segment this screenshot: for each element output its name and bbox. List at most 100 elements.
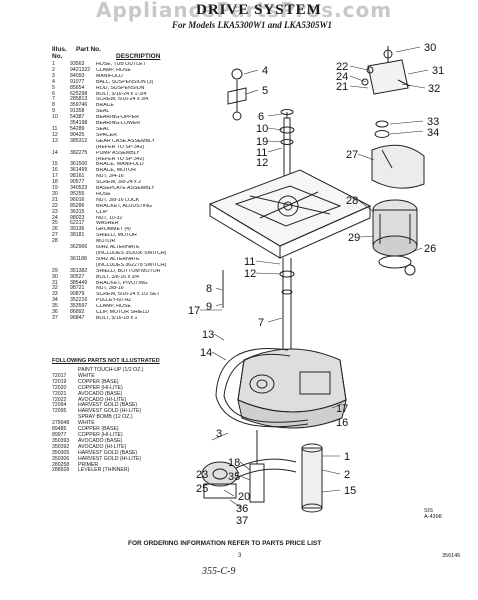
part-number: 84093 <box>70 72 85 79</box>
part-number: 72017 <box>52 372 67 379</box>
part-description: BRACE, MOTOR <box>96 168 136 174</box>
part-number: 280258 <box>52 461 70 468</box>
callout-28: 28 <box>346 195 358 207</box>
illus-number: 8 <box>52 102 55 109</box>
part-number: 340523 <box>70 185 88 192</box>
part-description: AVOCADO (HI-LITE) <box>78 396 127 403</box>
callout-15: 15 <box>344 485 356 497</box>
part-number: 95255 <box>70 190 85 197</box>
illus-number: 14 <box>52 149 58 156</box>
callout-21: 21 <box>336 81 348 93</box>
callout-35: 35 <box>228 471 240 483</box>
ordering-footer: FOR ORDERING INFORMATION REFER TO PARTS … <box>128 540 322 547</box>
callout-6: 6 <box>258 111 264 123</box>
column-illus-no: Illus. No. <box>52 46 67 60</box>
callout-13: 13 <box>202 329 214 341</box>
suspension-rod-drawing <box>227 68 247 121</box>
part-number: 91077 <box>70 78 85 85</box>
illus-number: 12 <box>52 131 58 138</box>
part-number: 54387 <box>70 114 85 121</box>
illus-number: 6 <box>52 90 55 97</box>
illus-number: 19 <box>52 185 58 192</box>
part-number: 39136 <box>70 226 85 233</box>
reference-number: A-4398 <box>424 514 442 520</box>
illus-number: 30 <box>52 273 58 280</box>
part-number: 361188 <box>70 255 87 262</box>
callout-12-lower: 12 <box>244 268 256 280</box>
not-illustrated-row: PAINT TOUCH-UP (1/2 OZ.) <box>52 367 192 374</box>
part-number: 285813 <box>70 96 88 103</box>
column-part-no: Part No. <box>76 46 101 53</box>
illus-number: 21 <box>52 196 58 203</box>
part-description: SCREW, 3/8-24 x 2 <box>96 180 141 186</box>
handwritten-note: 355-C-9 <box>202 566 236 577</box>
not-illustrated-row: SPRAY BOMB (12 OZ.) <box>52 414 192 421</box>
part-description: MOTOR <box>96 239 116 245</box>
column-description: DESCRIPTION <box>116 53 161 60</box>
callout-27: 27 <box>346 149 358 161</box>
part-number: 351382 <box>70 267 88 274</box>
callout-34: 34 <box>427 127 439 139</box>
part-description: (INCLUDES 362278 SWITCH) <box>96 262 167 268</box>
part-number: 361499 <box>70 167 88 174</box>
part-description: NUT, 3/4-16 <box>96 174 124 180</box>
part-description: SEAL <box>96 126 110 132</box>
callout-30: 30 <box>424 42 436 54</box>
part-number: 279948 <box>52 420 70 427</box>
part-description: BEARING-LOWER <box>96 121 141 127</box>
part-description: COPPER (HI-LITE) <box>78 431 123 438</box>
illus-number: 22 <box>52 202 58 209</box>
callout-24: 24 <box>336 71 348 83</box>
pivoting-bracket-drawing <box>361 46 411 95</box>
part-description: WHITE <box>78 420 95 427</box>
callout-17-right: 17 <box>336 403 348 415</box>
part-description: NUT, 3/8-16 <box>96 286 124 292</box>
illus-number: 27 <box>52 232 58 239</box>
not-illustrated-row: 279948 WHITE <box>52 420 192 427</box>
part-number: 93563 <box>70 61 85 67</box>
illus-number: 2 <box>52 66 55 73</box>
illus-number: 25 <box>52 220 58 227</box>
part-description: GROMMET (4) <box>96 227 131 233</box>
part-description: HARVEST GOLD (BASE) <box>78 402 138 409</box>
illus-number: 34 <box>52 297 58 304</box>
part-number: 90425 <box>70 131 85 138</box>
part-description: COPPER (BASE) <box>78 378 119 385</box>
illus-number: 35 <box>52 303 58 310</box>
callout-7: 7 <box>258 317 264 329</box>
illus-number: 5 <box>52 84 55 91</box>
part-description: CLIP <box>96 209 108 215</box>
part-description: BEARING-UPPER <box>96 115 139 121</box>
illus-number: 37 <box>52 314 58 321</box>
part-description: BASEPLATE ASSEMBLY <box>96 186 155 192</box>
illus-number: 20 <box>52 190 58 197</box>
motor-shield-drawing <box>371 120 425 189</box>
part-description: AVOCADO (BASE) <box>78 437 123 444</box>
illus-number: 10 <box>52 114 58 121</box>
